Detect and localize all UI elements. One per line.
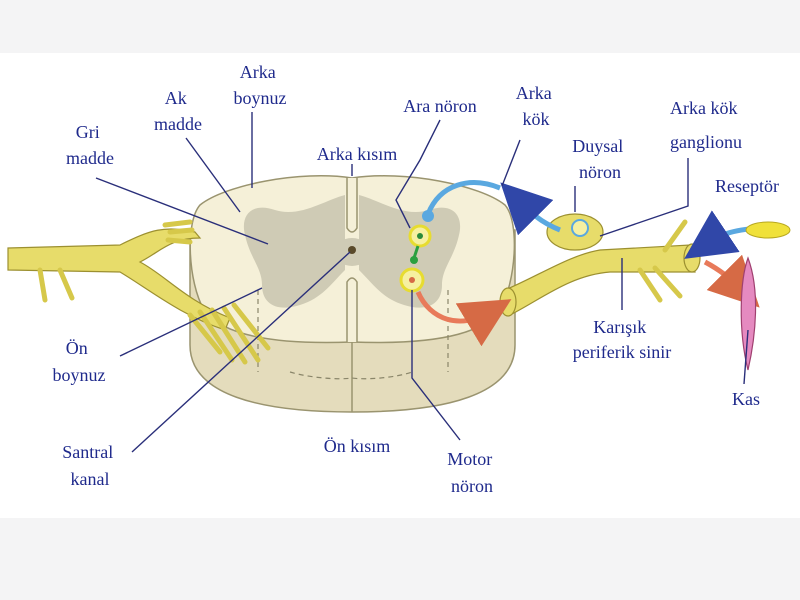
leader-arka-kok-ganglionu <box>599 158 689 237</box>
interneuron-axon <box>412 245 420 259</box>
label-on-boynuz: Ön boynuz <box>53 338 106 385</box>
leader-santral-kanal <box>131 251 351 453</box>
label-reseptor: Reseptör <box>715 176 779 196</box>
leader-gri-madde <box>95 177 269 245</box>
label-gri-madde: Gri madde <box>66 122 114 168</box>
receptor <box>745 221 791 239</box>
motor-pathway <box>415 290 512 347</box>
label-arka-kok-ganglionu: Arka kök ganglionu <box>670 98 742 152</box>
leader-motor-noron <box>411 290 461 441</box>
sensory-pathway-to-cord <box>500 182 561 236</box>
right-nerve-end-cap <box>683 243 701 273</box>
interneuron-core <box>417 233 423 239</box>
label-karisik-sinir: Karışık periferik sinir <box>573 317 671 362</box>
label-arka-boynuz: Arka boynuz <box>234 62 287 108</box>
label-santral-kanal: Santral kanal <box>62 442 118 489</box>
posterior-sulcus <box>346 178 358 233</box>
leader-ak-madde <box>185 137 241 213</box>
label-arka-kok: Arka kök <box>516 83 556 129</box>
label-on-kisim: Ön kısım <box>324 436 391 456</box>
label-arka-kisim: Arka kısım <box>317 144 398 164</box>
leader-kas <box>743 329 749 385</box>
right-nerve <box>504 244 696 316</box>
anterior-fissure <box>346 277 358 342</box>
grey-matter-right <box>359 195 461 308</box>
right-nerve-fibers <box>637 219 688 303</box>
interneuron-synapse <box>410 256 418 264</box>
left-nerve-fibers <box>37 219 271 365</box>
label-motor-noron: Motor nöron <box>447 449 497 496</box>
motor-pathway-to-muscle <box>703 254 760 308</box>
ventral-root-cut <box>499 287 517 317</box>
motor-neuron-core <box>409 277 415 283</box>
sensory-terminal <box>422 210 434 222</box>
hidden-grey-outline <box>257 290 449 380</box>
label-duysal-noron: Duysal nöron <box>572 136 628 182</box>
label-kas: Kas <box>732 389 760 409</box>
muscle <box>740 256 757 371</box>
leader-arka-kok <box>501 139 521 187</box>
sensory-pathway-root <box>425 180 501 216</box>
sensory-neuron-body <box>571 219 589 237</box>
leader-on-boynuz <box>119 287 263 357</box>
label-ara-noron: Ara nöron <box>403 96 476 116</box>
leader-ara-noron <box>395 119 441 229</box>
label-ak-madde: Ak madde <box>154 88 202 134</box>
